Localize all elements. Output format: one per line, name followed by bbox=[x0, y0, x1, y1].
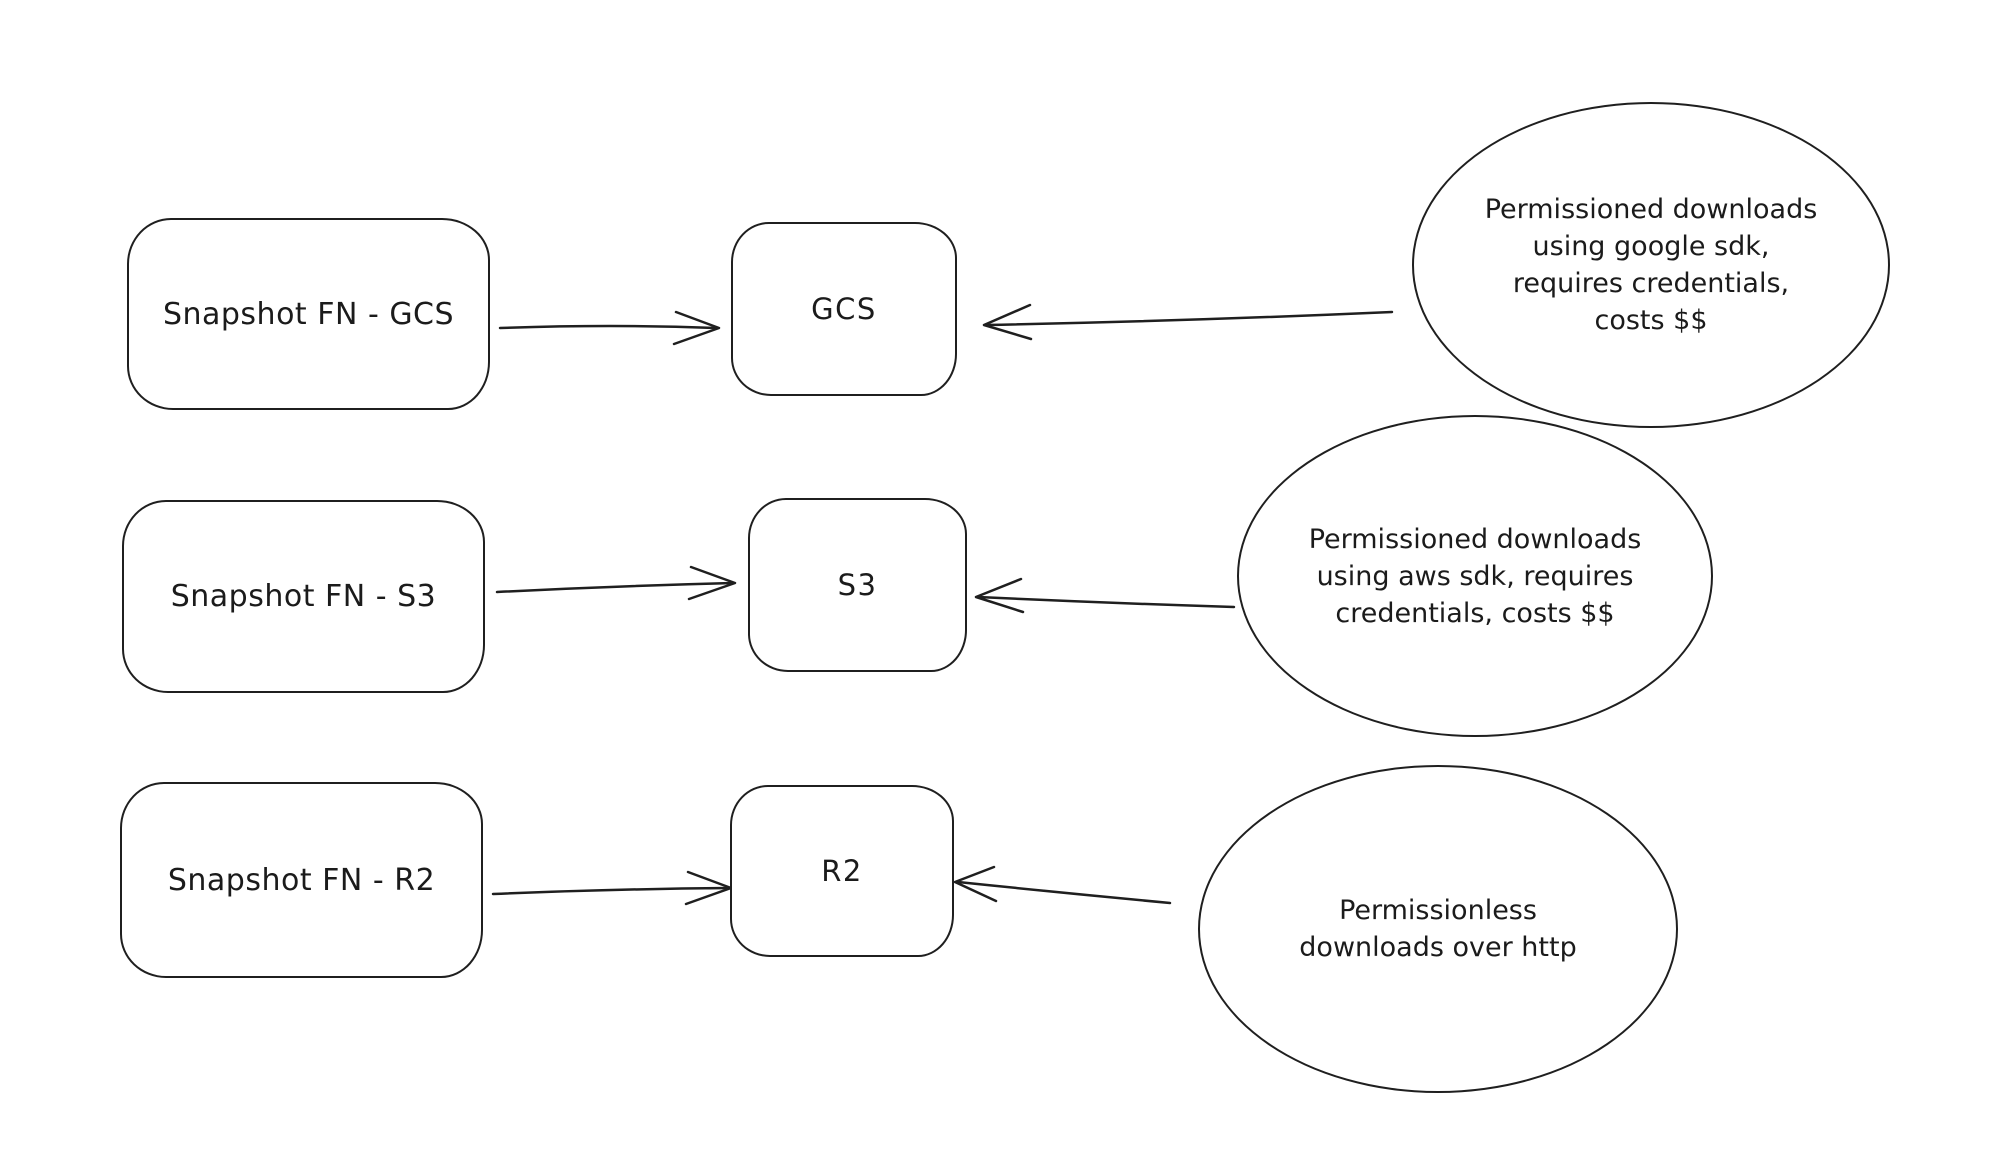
note-ellipse-s3-text: Permissioned downloads using aws sdk, re… bbox=[1308, 523, 1642, 629]
target-box-gcs-label: GCS bbox=[811, 292, 877, 326]
arrow-snapshot-r2-to-r2 bbox=[491, 870, 733, 906]
arrow-note-s3-to-s3 bbox=[974, 577, 1236, 614]
source-box-snapshot-gcs-label: Snapshot FN - GCS bbox=[162, 296, 455, 332]
arrow-note-gcs-to-gcs bbox=[982, 303, 1394, 341]
note-ellipse-s3: Permissioned downloads using aws sdk, re… bbox=[1237, 415, 1713, 737]
arrow-snapshot-s3-to-s3 bbox=[495, 565, 737, 601]
target-box-s3-label: S3 bbox=[837, 568, 878, 602]
target-box-gcs: GCS bbox=[731, 222, 957, 396]
arrow-note-r2-to-r2 bbox=[953, 865, 1172, 905]
target-box-r2: R2 bbox=[730, 785, 954, 957]
note-ellipse-gcs-text: Permissioned downloads using google sdk,… bbox=[1484, 194, 1818, 336]
arrow-snapshot-gcs-to-gcs bbox=[498, 310, 721, 346]
target-box-r2-label: R2 bbox=[821, 854, 863, 888]
source-box-snapshot-s3-label: Snapshot FN - S3 bbox=[170, 579, 437, 614]
note-ellipse-r2-text: Permissionless downloads over http bbox=[1299, 895, 1577, 963]
source-box-snapshot-r2: Snapshot FN - R2 bbox=[120, 782, 483, 978]
source-box-snapshot-r2-label: Snapshot FN - R2 bbox=[167, 862, 436, 898]
note-ellipse-r2: Permissionless downloads over http bbox=[1198, 765, 1678, 1093]
source-box-snapshot-s3: Snapshot FN - S3 bbox=[122, 500, 485, 693]
source-box-snapshot-gcs: Snapshot FN - GCS bbox=[127, 218, 490, 410]
target-box-s3: S3 bbox=[748, 498, 967, 672]
note-ellipse-gcs: Permissioned downloads using google sdk,… bbox=[1412, 102, 1890, 428]
